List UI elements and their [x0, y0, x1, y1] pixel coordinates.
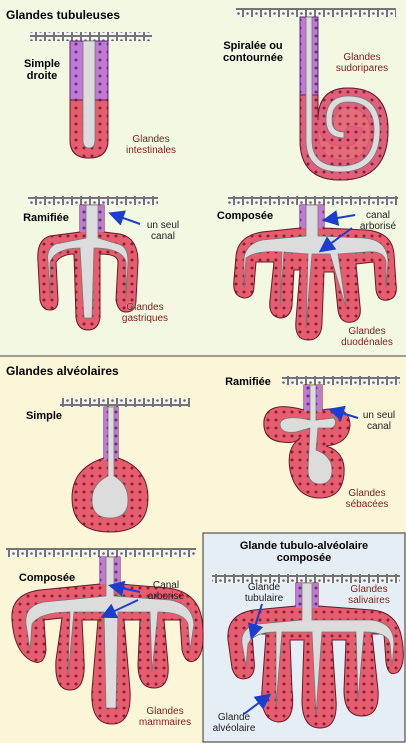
label-alveolar-gland: Glande alvéolaire — [212, 712, 256, 734]
spiral-tubular-gland — [236, 8, 396, 181]
arrow-single-duct — [108, 210, 141, 226]
label-single-duct: un seul canal — [146, 220, 180, 242]
compound-alveolar-gland — [6, 548, 204, 725]
tubular-section-title: Glandes tubuleuses — [6, 8, 121, 22]
label-branched: Ramifiée — [23, 212, 69, 224]
label-simple-straight: Simple droite — [23, 58, 61, 82]
arrow-branched-duct-1 — [322, 210, 356, 226]
arrow-alveolar-gland — [243, 693, 272, 715]
label-sweat: Glandes sudoripares — [335, 52, 389, 74]
label-intestinal: Glandes intestinales — [125, 134, 177, 156]
label-alv-branched: Ramifiée — [225, 376, 271, 388]
label-gastric: Glandes gastriques — [121, 302, 169, 324]
alveolar-section-title: Glandes alvéolaires — [6, 364, 119, 378]
simple-tubular-gland — [30, 32, 152, 159]
tubuloalveolar-gland — [212, 574, 404, 729]
label-alv-compound: Composée — [18, 572, 76, 584]
label-compound: Composée — [216, 210, 274, 222]
label-branched-duct: canal arborisé — [359, 210, 397, 232]
label-alv-simple: Simple — [25, 410, 63, 422]
label-alv-branched-duct: Canal arborisé — [147, 580, 185, 602]
compound-tubular-gland — [228, 196, 398, 341]
label-sebaceous: Glandes sébacées — [345, 488, 389, 510]
label-alv-single-duct: un seul canal — [362, 410, 396, 432]
label-spiral: Spiralée ou contournée — [223, 40, 283, 64]
arrow-branched-duct-2 — [318, 227, 353, 253]
arrow-tubular-gland — [247, 603, 264, 640]
arrow-alv-duct-1 — [108, 580, 141, 597]
branched-tubular-gland — [28, 196, 158, 331]
label-tubular-gland: Glande tubulaire — [244, 582, 284, 604]
arrow-alv-single-duct — [328, 405, 359, 422]
arrow-alv-duct-2 — [100, 599, 139, 619]
label-duodenal: Glandes duodénales — [341, 326, 393, 348]
label-mammary: Glandes mammaires — [138, 706, 192, 728]
label-salivary: Glandes salivaires — [348, 584, 390, 606]
simple-alveolar-gland — [60, 398, 190, 533]
label-tubuloalveolar-title: Glande tubulo-alvéolaire composée — [239, 540, 369, 564]
